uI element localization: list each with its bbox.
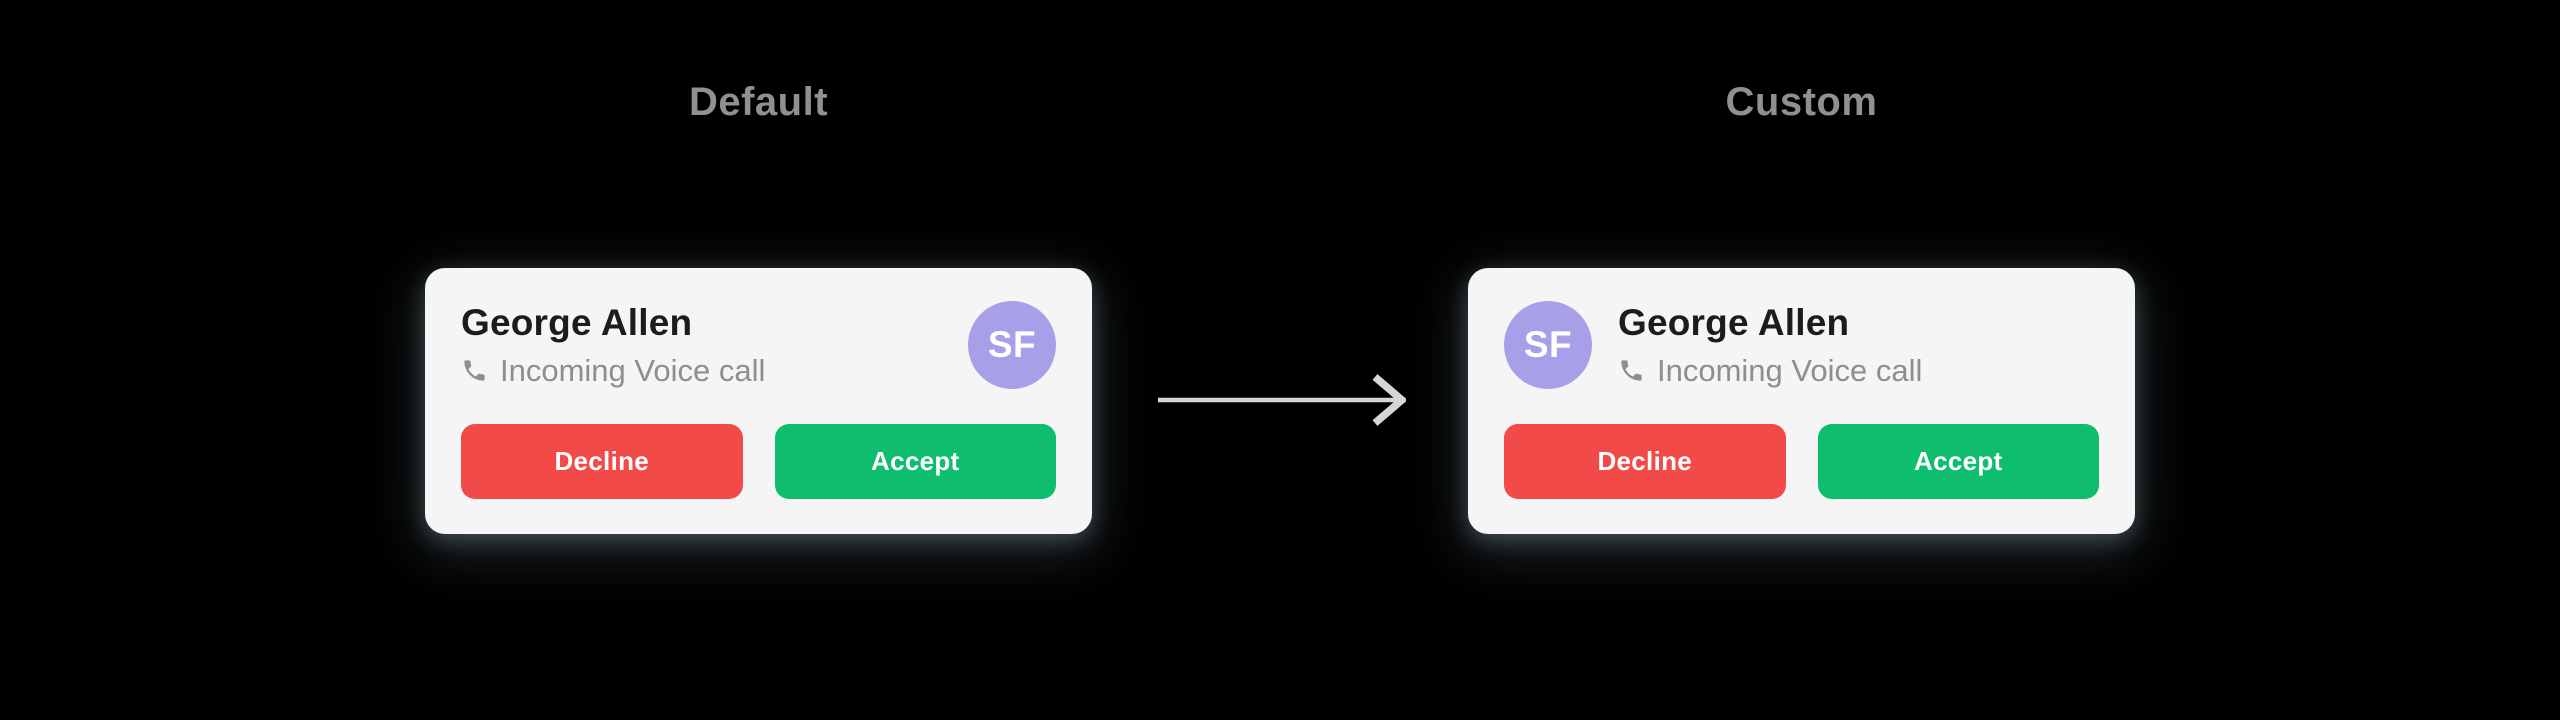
avatar: SF: [968, 301, 1056, 389]
caller-info: George Allen Incoming Voice call: [461, 302, 765, 388]
decline-button[interactable]: Decline: [1504, 424, 1786, 499]
call-type-label: Incoming Voice call: [1657, 352, 1923, 388]
accept-button[interactable]: Accept: [1817, 424, 2099, 499]
call-type-label: Incoming Voice call: [500, 352, 766, 388]
card-header: SF George Allen Incoming Voice call: [1504, 300, 2099, 390]
call-actions: Decline Accept: [1504, 424, 2099, 499]
call-type-row: Incoming Voice call: [1618, 352, 1923, 388]
phone-icon: [1618, 357, 1645, 384]
call-actions: Decline Accept: [461, 424, 1056, 499]
caller-name: George Allen: [1618, 302, 1850, 344]
card-header: George Allen Incoming Voice call SF: [461, 300, 1056, 390]
section-title-custom: Custom: [1725, 80, 1878, 124]
decline-button[interactable]: Decline: [461, 424, 743, 499]
incoming-call-card-custom: SF George Allen Incoming Voice call Decl…: [1468, 268, 2135, 534]
accept-button[interactable]: Accept: [774, 424, 1056, 499]
call-type-row: Incoming Voice call: [461, 352, 766, 388]
caller-info: George Allen Incoming Voice call: [1618, 302, 1922, 388]
avatar: SF: [1504, 301, 1592, 389]
section-title-default: Default: [688, 80, 829, 124]
caller-name: George Allen: [461, 302, 693, 344]
arrow-right-icon: [1150, 368, 1406, 432]
phone-icon: [461, 357, 488, 384]
incoming-call-card-default: George Allen Incoming Voice call SF Decl…: [425, 268, 1092, 534]
